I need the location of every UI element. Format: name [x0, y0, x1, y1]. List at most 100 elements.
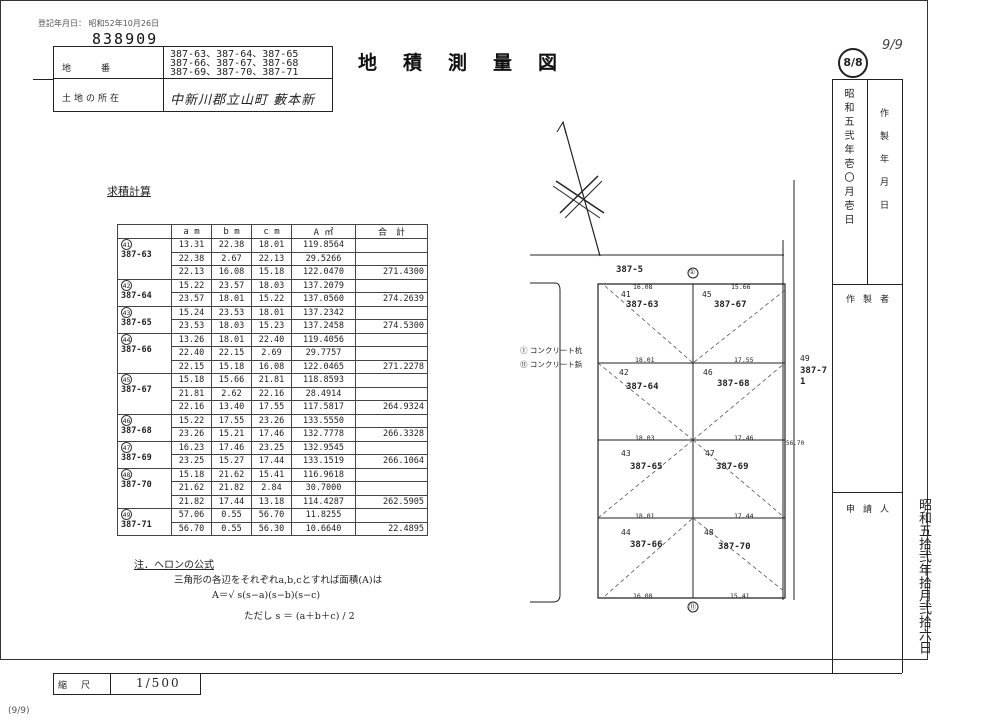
- diagonal: [604, 517, 694, 597]
- lot-number: 387-66: [121, 344, 152, 355]
- lot-number: 387-71: [121, 520, 152, 530]
- table-cell: 15.18: [171, 467, 212, 482]
- dimension: 16.08: [633, 283, 653, 291]
- diagonal: [597, 362, 694, 441]
- lot-number: 387-63: [121, 250, 152, 260]
- table-cell: 56.30: [251, 521, 292, 536]
- lot-id: 49: [121, 509, 132, 520]
- lot-id: 41: [121, 239, 132, 250]
- dimension: 18.01: [635, 512, 655, 520]
- legend-concrete-pile: ① コンクリート杭: [520, 346, 583, 355]
- made-date-value: 昭和五弐年壱〇月壱日: [842, 88, 853, 228]
- heron-text: 三角形の各辺をそれぞれa,b,cとすれば面積(A)は: [174, 575, 383, 586]
- registration-date-vertical: 昭和五拾弐年拾月弐拾六日: [916, 498, 931, 654]
- table-cell: 21.62: [211, 467, 252, 482]
- lot-id-43: 43: [621, 449, 631, 458]
- location-label: 土地の所在: [62, 94, 123, 104]
- lot-id-47: 47: [705, 449, 715, 458]
- sheet-page-mark: 9/9: [882, 38, 903, 53]
- lot-label: 387-68: [717, 379, 750, 389]
- north-cross: [559, 175, 599, 214]
- lot-number: 387-68: [121, 425, 152, 436]
- lot-label: 387-64: [626, 382, 659, 392]
- sheet-number-circle: 8/8: [838, 48, 868, 78]
- total-cell: [355, 413, 428, 428]
- lot-id: 47: [121, 441, 132, 453]
- lot-number: 387-69: [121, 452, 152, 463]
- lot-id-45: 45: [702, 290, 712, 299]
- dimension: 17.55: [734, 356, 754, 364]
- table-cell: 15.41: [251, 467, 292, 482]
- lot-number-box: [53, 46, 333, 79]
- lot-label: 387-66: [630, 540, 663, 550]
- total-cell: [355, 481, 428, 496]
- lot-number-line: 387-69、387-70、387-71: [170, 67, 299, 78]
- road-line: [530, 282, 561, 603]
- lot-label: 387-69: [716, 462, 749, 472]
- table-cell: 22.16: [171, 400, 212, 415]
- maker-label: 作製者: [846, 295, 898, 305]
- registration-date: 登記年月日： 昭和52年10月26日: [38, 19, 160, 28]
- form-frame: [0, 0, 928, 660]
- table-cell: 15.18: [171, 373, 212, 388]
- table-cell: 18.01: [251, 305, 292, 320]
- diagonal: [692, 362, 786, 441]
- adjacent-lot-label: 387-5: [616, 265, 644, 275]
- table-cell: 21.82: [211, 481, 252, 496]
- table-cell: 23.25: [251, 440, 292, 455]
- footer-line: [53, 673, 902, 674]
- table-cell: 17.55: [211, 413, 252, 428]
- total-cell: [355, 386, 428, 401]
- dimension: 18.03: [635, 434, 655, 442]
- total-cell: 271.4300: [355, 265, 428, 280]
- total-cell: 271.2278: [355, 359, 428, 374]
- north-cross: [564, 180, 603, 219]
- lot-number-line: 387-63、387-64、387-65: [170, 49, 299, 60]
- north-arrow-line: [562, 121, 601, 257]
- total-cell: 264.9324: [355, 400, 428, 415]
- header-line: [33, 79, 53, 80]
- table-cell: 15.18: [211, 359, 252, 374]
- lot-id: 42: [121, 279, 132, 291]
- total-cell: [355, 440, 428, 455]
- table-cell: 21.81: [171, 386, 212, 401]
- total-cell: 266.1064: [355, 454, 428, 469]
- table-cell: 15.23: [251, 319, 292, 334]
- lot-id-42: 42: [619, 368, 629, 377]
- lot-number-list: 387-63、387-64、387-65 387-66、387-67、387-6…: [170, 49, 299, 78]
- table-cell: 2.62: [211, 386, 252, 401]
- table-cell: 116.9618: [291, 467, 356, 482]
- lot-number: 387-64: [121, 290, 152, 301]
- total-cell: [355, 373, 428, 388]
- survey-point-marker: [687, 267, 699, 279]
- diagonal: [692, 439, 786, 519]
- lot-id-44: 44: [621, 528, 631, 537]
- dimension: 17.46: [734, 434, 754, 442]
- diagonal: [692, 289, 786, 364]
- lot-number: 387-65: [121, 317, 152, 328]
- total-cell: [355, 332, 428, 347]
- lot-id: 43: [121, 306, 132, 318]
- diagonal: [692, 517, 786, 593]
- table-cell: 23.57: [211, 278, 252, 293]
- dimension: 17.44: [734, 512, 754, 520]
- lot-boundary: [597, 283, 786, 599]
- total-cell: [355, 346, 428, 361]
- table-cell: 15.66: [211, 373, 252, 388]
- lot-id-46: 46: [703, 368, 713, 377]
- lot-id: 45: [121, 374, 132, 385]
- table-header: 合 計: [355, 224, 428, 239]
- table-header: b m: [211, 224, 252, 239]
